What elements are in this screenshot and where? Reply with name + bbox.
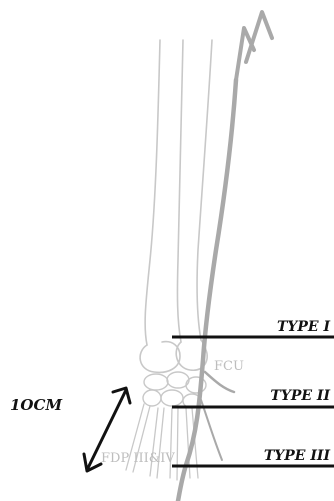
carpal-5 bbox=[161, 390, 183, 406]
ulnar-nerve bbox=[178, 80, 236, 501]
metacarpal-3 bbox=[170, 408, 172, 478]
carpal-1 bbox=[144, 374, 168, 390]
proximal-arrow-left-prong bbox=[236, 28, 254, 80]
fcu-label: FCU bbox=[214, 359, 244, 374]
forearm-bones bbox=[140, 40, 212, 372]
bone-head-left bbox=[140, 342, 180, 373]
carpal-bones bbox=[143, 372, 206, 408]
type-2-label: TYPE II bbox=[270, 388, 330, 404]
type-3-label: TYPE III bbox=[264, 448, 331, 464]
carpal-4 bbox=[143, 390, 161, 406]
metacarpal-2b bbox=[157, 408, 164, 478]
type-1-label: TYPE I bbox=[277, 319, 330, 335]
nerve-branch bbox=[205, 372, 234, 392]
nerve-deep-branch bbox=[201, 400, 222, 460]
nerve-main-trunk bbox=[178, 80, 236, 501]
proximal-arrow-icon bbox=[236, 12, 272, 80]
distance-label: 1OCM bbox=[10, 396, 62, 414]
bone-middle-edge bbox=[177, 40, 183, 342]
metacarpal-3b bbox=[177, 408, 178, 480]
fdp-label: FDP III&IV bbox=[101, 451, 175, 466]
bone-left-edge bbox=[145, 40, 160, 345]
